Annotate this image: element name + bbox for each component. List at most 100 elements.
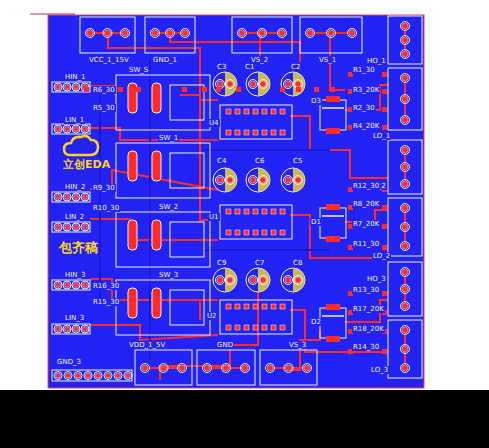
- capacitor-pad-ring: [249, 276, 258, 285]
- silkscreen-label: VCC_1_15V: [88, 56, 130, 64]
- switch-pad: [152, 220, 161, 250]
- silkscreen-label: HO_3: [366, 275, 387, 283]
- capacitor-pad: [227, 277, 233, 283]
- ic-pin: [235, 209, 240, 214]
- header-pin-ring: [63, 125, 71, 133]
- header-pin-ring: [63, 223, 71, 231]
- terminal-pad: [402, 23, 408, 29]
- diode-outline: [320, 100, 346, 130]
- ic-pin: [280, 230, 285, 235]
- diode-outline: [320, 308, 346, 338]
- terminal-pad-ring: [401, 204, 410, 213]
- silkscreen-label: GND_3: [56, 358, 82, 366]
- silkscreen-label: HIN_3: [64, 271, 87, 279]
- ic-pin: [253, 209, 258, 214]
- resistor-pad: [236, 87, 241, 92]
- switch-pad: [128, 83, 137, 113]
- switch-pad: [128, 151, 137, 181]
- resistor-pad: [382, 125, 387, 130]
- header-pin: [56, 373, 61, 378]
- terminal-pad: [152, 30, 158, 36]
- header-pin: [56, 85, 61, 90]
- switch-body: [170, 153, 204, 188]
- header-pin: [74, 85, 79, 90]
- header-pin: [65, 225, 70, 230]
- header-pin: [65, 283, 70, 288]
- silkscreen-label: LIN_3: [64, 314, 85, 322]
- terminal-pad-ring: [238, 29, 247, 38]
- terminal-pad: [402, 224, 408, 230]
- silkscreen-label: R16_30: [92, 282, 120, 290]
- header-pin-ring: [72, 281, 80, 289]
- terminal-pad: [402, 365, 408, 371]
- silkscreen-label: VS_1: [318, 56, 337, 64]
- silkscreen-label: R5_30: [92, 104, 116, 112]
- capacitor-pad: [295, 81, 301, 87]
- header-pin: [65, 127, 70, 132]
- terminal-pad: [402, 164, 408, 170]
- copper-trace: [180, 95, 218, 220]
- terminal-pad: [402, 327, 408, 333]
- resistor-pad: [330, 87, 335, 92]
- capacitor-polarity: [225, 72, 237, 96]
- header-pin-ring: [114, 372, 122, 380]
- ic-pin: [280, 209, 285, 214]
- ic-pin: [271, 230, 276, 235]
- silkscreen-label: GND: [216, 341, 234, 349]
- header-pin-ring: [81, 325, 89, 333]
- capacitor-outline: [213, 168, 237, 192]
- terminal-pad: [402, 51, 408, 57]
- ic-pin: [271, 109, 276, 114]
- terminal-pad-ring: [166, 29, 175, 38]
- silkscreen-label: C5: [292, 157, 303, 165]
- header-pin: [83, 195, 88, 200]
- header-pin-ring: [63, 325, 71, 333]
- terminal-pad-ring: [86, 29, 95, 38]
- copper-trace: [180, 300, 200, 320]
- ic-pin: [253, 130, 258, 135]
- terminal-pad-ring: [401, 50, 410, 59]
- header-pin-ring: [54, 223, 62, 231]
- header-pin: [74, 327, 79, 332]
- terminal-pad-ring: [401, 74, 410, 83]
- terminal-pad: [87, 30, 93, 36]
- ic-pin: [262, 325, 267, 330]
- silkscreen-label: VS_3: [288, 341, 307, 349]
- diode-pad: [326, 304, 340, 310]
- bottom-trace: [99, 95, 101, 300]
- terminal-pad-ring: [401, 22, 410, 31]
- terminal-pad-ring: [266, 364, 275, 373]
- silkscreen-label: R10_30: [92, 204, 120, 212]
- ic-pin: [235, 325, 240, 330]
- diode-outline: [320, 208, 346, 238]
- diode-band: [322, 215, 344, 217]
- terminal-pad: [259, 30, 265, 36]
- header-pin-ring: [72, 125, 80, 133]
- capacitor-pad: [217, 277, 223, 283]
- switch-outline: [116, 75, 210, 130]
- header-pin-ring: [81, 281, 89, 289]
- silkscreen-label: R18_20K: [352, 325, 385, 333]
- silkscreen-label: VDD_1_5V: [128, 341, 166, 349]
- ic-pin: [271, 325, 276, 330]
- terminal-block: [145, 17, 195, 53]
- ic-pin: [226, 304, 231, 309]
- silkscreen-label: D2: [310, 318, 322, 326]
- ic-pin: [271, 304, 276, 309]
- pin-header: [52, 280, 90, 290]
- silkscreen-label: C4: [216, 157, 227, 165]
- capacitor-pad-ring: [294, 176, 303, 185]
- ic-pin: [235, 130, 240, 135]
- terminal-pad: [307, 30, 313, 36]
- terminal-pad: [402, 75, 408, 81]
- resistor-pad: [216, 87, 221, 92]
- ic-pin: [262, 304, 267, 309]
- header-pin-ring: [64, 372, 72, 380]
- capacitor-pad-ring: [216, 176, 225, 185]
- silkscreen-label: U2: [206, 312, 218, 320]
- terminal-pad: [328, 30, 334, 36]
- ic-pin: [280, 130, 285, 135]
- silkscreen-label: GND_1: [152, 56, 178, 64]
- header-pin: [65, 85, 70, 90]
- silkscreen-label: R9_30: [92, 184, 116, 192]
